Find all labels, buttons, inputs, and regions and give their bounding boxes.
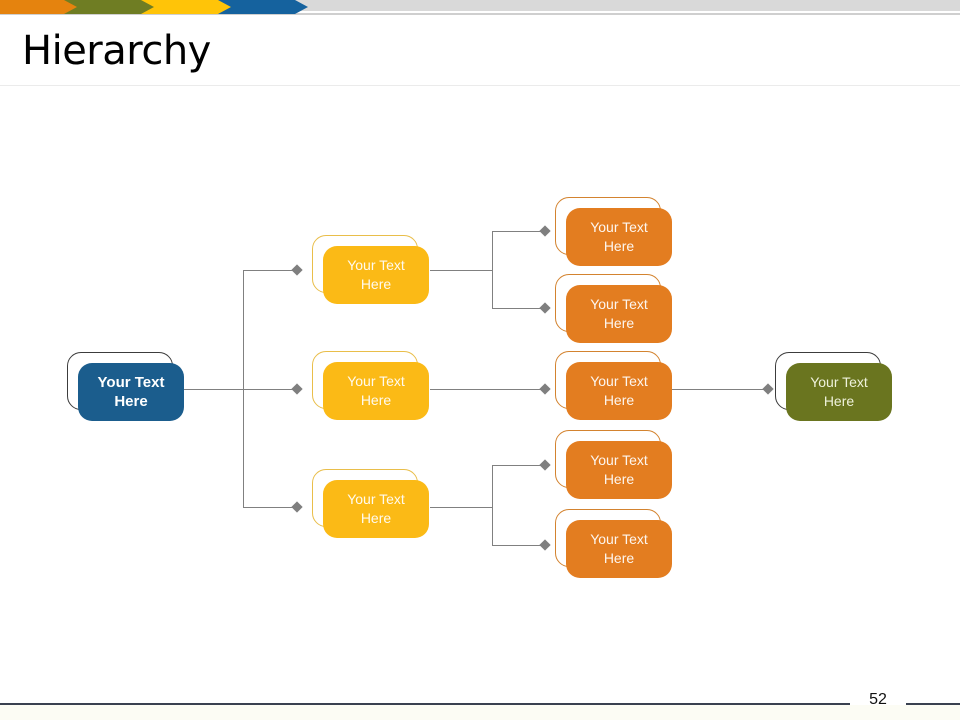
node-label: Your Text Here [97,374,165,410]
node-leaf-3: Your Text Here [555,351,672,420]
connector-line [430,507,492,508]
connector-line [430,270,492,271]
topbar-band [0,0,960,11]
node-box: Your Text Here [323,246,429,304]
node-box: Your Text Here [566,441,672,499]
page-title: Hierarchy [22,28,211,74]
connector-line [243,507,297,508]
connector-line [430,389,545,390]
node-label: Your Text Here [590,219,648,254]
diamond-arrowhead-icon [539,383,551,395]
node-box: Your Text Here [566,520,672,578]
connector-line [492,231,545,232]
title-divider [0,85,960,86]
node-label: Your Text Here [590,296,648,331]
node-branch-middle: Your Text Here [312,351,429,420]
node-branch-top: Your Text Here [312,235,429,304]
node-label: Your Text Here [347,373,405,408]
node-label: Your Text Here [347,491,405,526]
footer-line [0,703,850,705]
node-leaf-1: Your Text Here [555,197,672,266]
node-leaf-4: Your Text Here [555,430,672,499]
node-box: Your Text Here [566,285,672,343]
node-box: Your Text Here [786,363,892,421]
node-leaf-5: Your Text Here [555,509,672,578]
node-box: Your Text Here [323,362,429,420]
connector-line [492,231,493,308]
diamond-arrowhead-icon [539,302,551,314]
node-leaf-2: Your Text Here [555,274,672,343]
diamond-arrowhead-icon [539,539,551,551]
diamond-arrowhead-icon [539,225,551,237]
diamond-arrowhead-icon [291,501,303,513]
connector-line [492,545,545,546]
chevron-yellow-icon [141,0,232,14]
chevron-blue-icon [218,0,308,14]
footer-line [906,703,960,705]
page-number: 52 [869,691,887,708]
diamond-arrowhead-icon [291,264,303,276]
connector-line [243,270,297,271]
node-root: Your Text Here [67,352,184,421]
node-box: Your Text Here [566,362,672,420]
node-box: Your Text Here [78,363,184,421]
connector-line [243,270,244,507]
connector-line [492,465,493,545]
connector-line [492,308,545,309]
node-box: Your Text Here [566,208,672,266]
diamond-arrowhead-icon [291,383,303,395]
node-label: Your Text Here [590,373,648,408]
node-label: Your Text Here [347,257,405,292]
topbar-underline [0,13,960,15]
connector-line [672,389,768,390]
chevron-olive-icon [64,0,155,14]
connector-line [183,389,297,390]
connector-line [492,465,545,466]
node-label: Your Text Here [810,374,868,409]
diamond-arrowhead-icon [762,383,774,395]
node-box: Your Text Here [323,480,429,538]
chevron-orange-icon [0,0,79,14]
node-label: Your Text Here [590,452,648,487]
node-branch-bottom: Your Text Here [312,469,429,538]
footer-strip [0,705,960,720]
node-label: Your Text Here [590,531,648,566]
diamond-arrowhead-icon [539,459,551,471]
node-result: Your Text Here [775,352,892,421]
